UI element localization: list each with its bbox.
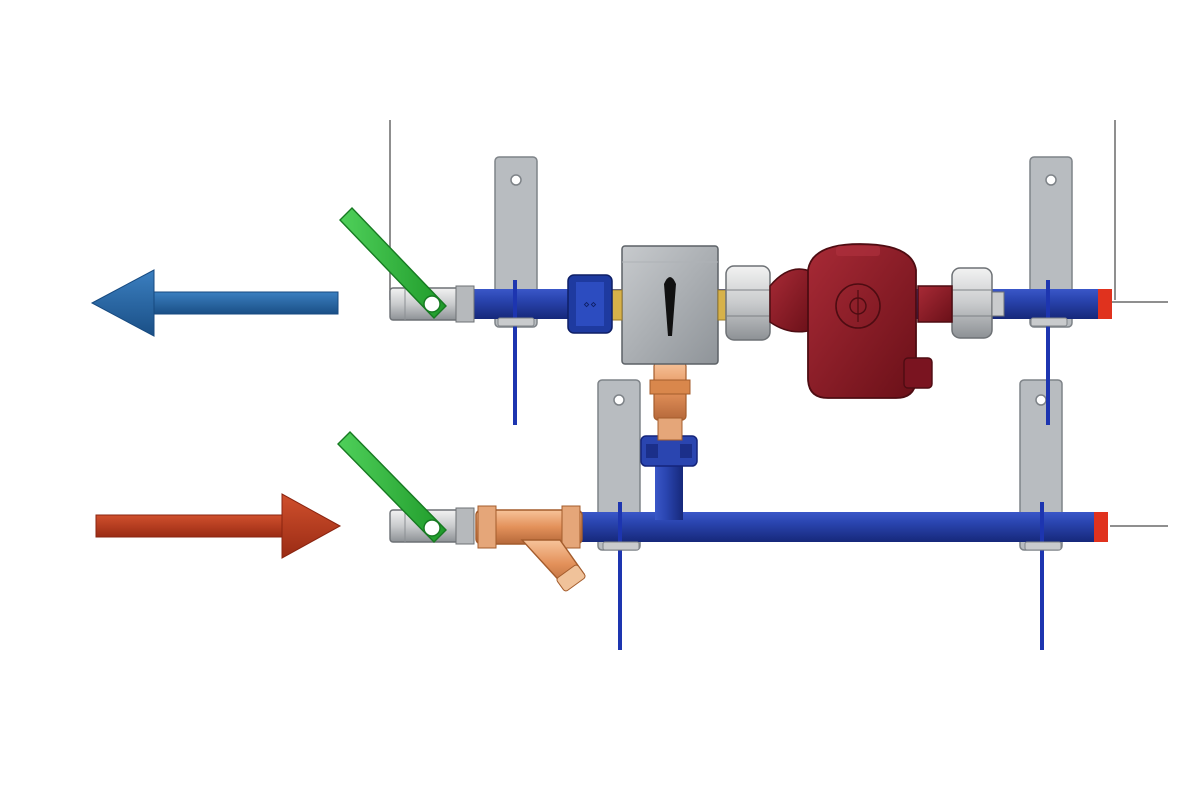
lower-end-cap: [1094, 512, 1108, 542]
return-flow-arrow: [90, 269, 339, 337]
lower-pipe: [575, 512, 1108, 542]
strainer: [475, 505, 586, 592]
lower-valve-handle: [337, 431, 447, 543]
upper-ball-valve: [339, 206, 475, 323]
pump-nut-right: [951, 267, 993, 339]
check-valve: [649, 361, 691, 441]
pump-nut-left: [725, 265, 771, 341]
bracket-upper-right: [1029, 156, 1073, 328]
upper-end-cap: [1098, 289, 1112, 319]
union-fitting: ⋄⋄: [567, 274, 613, 334]
mixing-valve-body: [611, 245, 729, 365]
supply-flow-arrow: [95, 493, 342, 559]
clamp-bands: [497, 317, 1068, 551]
svg-text:⋄⋄: ⋄⋄: [583, 299, 597, 311]
pipe-clamps: [513, 280, 1050, 650]
upper-valve-handle: [339, 206, 447, 320]
lower-ball-valve: [337, 431, 475, 545]
mounting-brackets: [494, 156, 1073, 551]
vertical-bypass-pipe: [640, 435, 698, 520]
circulation-pump: [769, 243, 953, 399]
pump-unions: [725, 265, 1005, 341]
